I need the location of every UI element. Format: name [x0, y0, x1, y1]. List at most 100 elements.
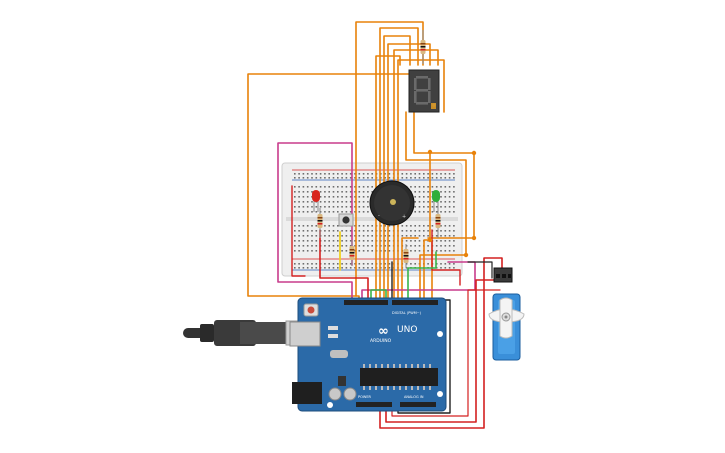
breadboard-hole: [371, 263, 373, 265]
breadboard-hole: [341, 196, 343, 198]
wire-orange: [397, 59, 445, 303]
breadboard-hole: [354, 201, 356, 203]
arduino-logo: ∞: [378, 324, 389, 339]
breadboard-hole: [302, 191, 305, 193]
resistor-buzzer[interactable]: [403, 244, 409, 268]
breadboard-hole: [410, 230, 412, 232]
breadboard-hole: [298, 177, 300, 179]
breadboard-hole: [435, 245, 438, 247]
breadboard-hole: [294, 173, 296, 175]
breadboard-hole: [315, 225, 318, 227]
resistor-display[interactable]: [420, 30, 426, 64]
breadboard-hole: [306, 230, 309, 232]
breadboard-hole: [306, 196, 309, 198]
breadboard-hole: [345, 211, 348, 213]
breadboard-hole: [349, 201, 352, 203]
servo-motor[interactable]: [488, 267, 525, 361]
breadboard-hole: [298, 263, 300, 265]
breadboard-hole: [294, 230, 296, 232]
breadboard-hole: [311, 211, 313, 213]
breadboard-hole: [440, 240, 442, 242]
breadboard-hole: [440, 245, 442, 247]
breadboard[interactable]: [281, 162, 463, 277]
arduino-uno-board[interactable]: ∞ ARDUINO UNO DIGITAL (PWM~) POWER ANALO…: [289, 297, 447, 412]
breadboard-hole: [324, 230, 326, 232]
breadboard-hole: [358, 201, 361, 203]
breadboard-hole: [349, 206, 352, 208]
svg-text:+: +: [402, 214, 406, 220]
breadboard-hole: [423, 235, 425, 237]
breadboard-hole: [349, 240, 352, 242]
breadboard-hole: [337, 196, 339, 198]
breadboard-hole: [324, 191, 326, 193]
breadboard-hole: [427, 225, 429, 227]
breadboard-hole: [332, 191, 335, 193]
breadboard-hole: [332, 206, 335, 208]
breadboard-hole: [371, 177, 373, 179]
wires: [247, 21, 503, 429]
resistor-button[interactable]: [349, 240, 355, 266]
svg-text:-: -: [378, 213, 380, 219]
breadboard-hole: [315, 250, 318, 252]
breadboard-hole: [332, 267, 335, 269]
breadboard-hole: [349, 173, 352, 175]
breadboard-hole: [367, 250, 369, 252]
digital-header-label: DIGITAL (PWM~): [392, 311, 422, 315]
breadboard-hole: [405, 225, 408, 227]
breadboard-hole: [414, 196, 416, 198]
breadboard-hole: [423, 211, 425, 213]
piezo-buzzer[interactable]: - +: [369, 180, 415, 226]
led-green[interactable]: [432, 190, 440, 212]
breadboard-hole: [362, 191, 365, 193]
breadboard-hole: [298, 235, 300, 237]
push-button[interactable]: [338, 213, 354, 227]
breadboard-hole: [410, 225, 412, 227]
breadboard-hole: [294, 201, 296, 203]
breadboard-hole: [388, 240, 391, 242]
breadboard-hole: [440, 211, 442, 213]
breadboard-hole: [388, 245, 391, 247]
breadboard-hole: [440, 177, 442, 179]
seven-segment-display[interactable]: 8: [408, 69, 440, 113]
breadboard-hole: [328, 173, 330, 175]
breadboard-hole: [362, 177, 365, 179]
breadboard-hole: [401, 230, 404, 232]
breadboard-hole: [328, 206, 330, 208]
breadboard-hole: [298, 201, 300, 203]
breadboard-hole: [444, 250, 447, 252]
breadboard-hole: [367, 240, 369, 242]
breadboard-hole: [306, 225, 309, 227]
breadboard-hole: [371, 191, 373, 193]
breadboard-hole: [440, 263, 442, 265]
breadboard-hole: [302, 245, 305, 247]
led-red[interactable]: [312, 190, 320, 212]
breadboard-hole: [341, 201, 343, 203]
breadboard-hole: [448, 186, 451, 188]
breadboard-hole: [362, 201, 365, 203]
breadboard-hole: [362, 250, 365, 252]
resistor-led-red[interactable]: [317, 208, 323, 238]
breadboard-hole: [448, 225, 451, 227]
breadboard-hole: [354, 191, 356, 193]
breadboard-hole: [418, 201, 421, 203]
breadboard-hole: [371, 267, 373, 269]
breadboard-hole: [345, 240, 348, 242]
breadboard-hole: [294, 225, 296, 227]
breadboard-hole: [358, 235, 361, 237]
resistor-led-green[interactable]: [435, 208, 441, 238]
breadboard-hole: [315, 230, 318, 232]
breadboard-hole: [328, 191, 330, 193]
breadboard-hole: [414, 206, 416, 208]
breadboard-hole: [431, 211, 434, 213]
breadboard-hole: [440, 230, 442, 232]
breadboard-hole: [324, 267, 326, 269]
wire-green: [407, 251, 437, 303]
breadboard-hole: [311, 201, 313, 203]
breadboard-hole: [341, 173, 343, 175]
breadboard-hole: [388, 235, 391, 237]
breadboard-hole: [306, 250, 309, 252]
breadboard-hole: [358, 177, 361, 179]
breadboard-hole: [302, 263, 305, 265]
breadboard-hole: [418, 211, 421, 213]
